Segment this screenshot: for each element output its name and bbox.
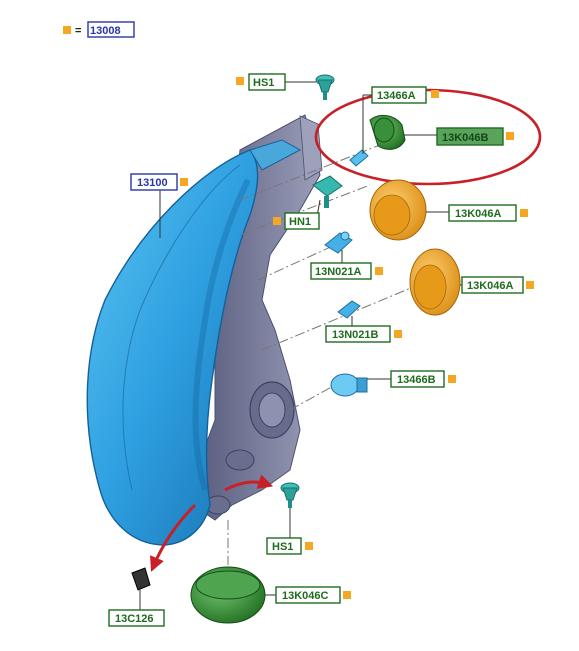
legend: = 13008 xyxy=(63,21,135,38)
label-13k046c: 13K046C xyxy=(282,590,329,602)
label-13466b: 13466B xyxy=(397,374,436,386)
cap-13k046a-2 xyxy=(409,248,461,316)
part-label-13466b: 13466B xyxy=(390,370,456,388)
part-label-hs1-top: HS1 xyxy=(236,73,286,91)
screw-hs1-top xyxy=(315,74,335,100)
label-hs1-top: HS1 xyxy=(253,77,274,89)
label-13k046a-1: 13K046A xyxy=(455,208,502,220)
label-13k046a-2: 13K046A xyxy=(467,280,514,292)
cap-13k046c xyxy=(190,566,266,624)
highlight-callout-ring xyxy=(314,88,542,186)
bulb-13466a xyxy=(349,149,369,167)
bulb-13n021a xyxy=(324,231,353,254)
assembly-lines xyxy=(227,144,419,565)
lower-socket xyxy=(225,449,255,471)
cap-13k046b xyxy=(369,114,406,150)
legend-code-box xyxy=(87,21,135,38)
connector-13c126 xyxy=(131,567,151,591)
part-label-13k046b: 13K046B xyxy=(436,127,514,146)
label-13n021b: 13N021B xyxy=(332,329,379,341)
legend-equals: = xyxy=(75,25,81,37)
part-label-13n021a: 13N021A xyxy=(310,262,383,280)
label-13100: 13100 xyxy=(137,177,168,189)
part-label-13n021b: 13N021B xyxy=(325,325,402,343)
cap-13k046a-1 xyxy=(369,179,427,241)
legend-code: 13008 xyxy=(90,25,121,37)
part-label-13100: 13100 xyxy=(130,173,188,191)
bulb-13n021b xyxy=(337,300,361,319)
label-13n021a: 13N021A xyxy=(315,266,362,278)
part-label-hn1: HN1 xyxy=(273,212,320,230)
housing-lens-13100 xyxy=(86,139,302,546)
legend-marker xyxy=(63,26,71,34)
part-label-13k046a-2: 13K046A xyxy=(461,276,534,294)
clip-hn1 xyxy=(312,175,343,208)
label-hn1: HN1 xyxy=(289,216,311,228)
red-arrow-down xyxy=(150,503,197,572)
leader-lines xyxy=(139,81,462,610)
label-13466a: 13466A xyxy=(377,90,416,102)
part-label-13466a: 13466A xyxy=(371,86,439,104)
label-hs1-bottom: HS1 xyxy=(272,541,293,553)
part-label-hs1-bottom: HS1 xyxy=(266,537,313,555)
part-label-13c126: 13C126 xyxy=(108,609,165,627)
bulb-13466b xyxy=(330,373,368,397)
part-label-13k046c: 13K046C xyxy=(275,586,351,604)
label-13c126: 13C126 xyxy=(115,613,154,625)
part-label-13k046a-1: 13K046A xyxy=(448,204,528,222)
label-13k046b: 13K046B xyxy=(442,132,489,144)
red-arrow-right xyxy=(224,474,274,492)
screw-hs1-bottom xyxy=(280,482,300,508)
